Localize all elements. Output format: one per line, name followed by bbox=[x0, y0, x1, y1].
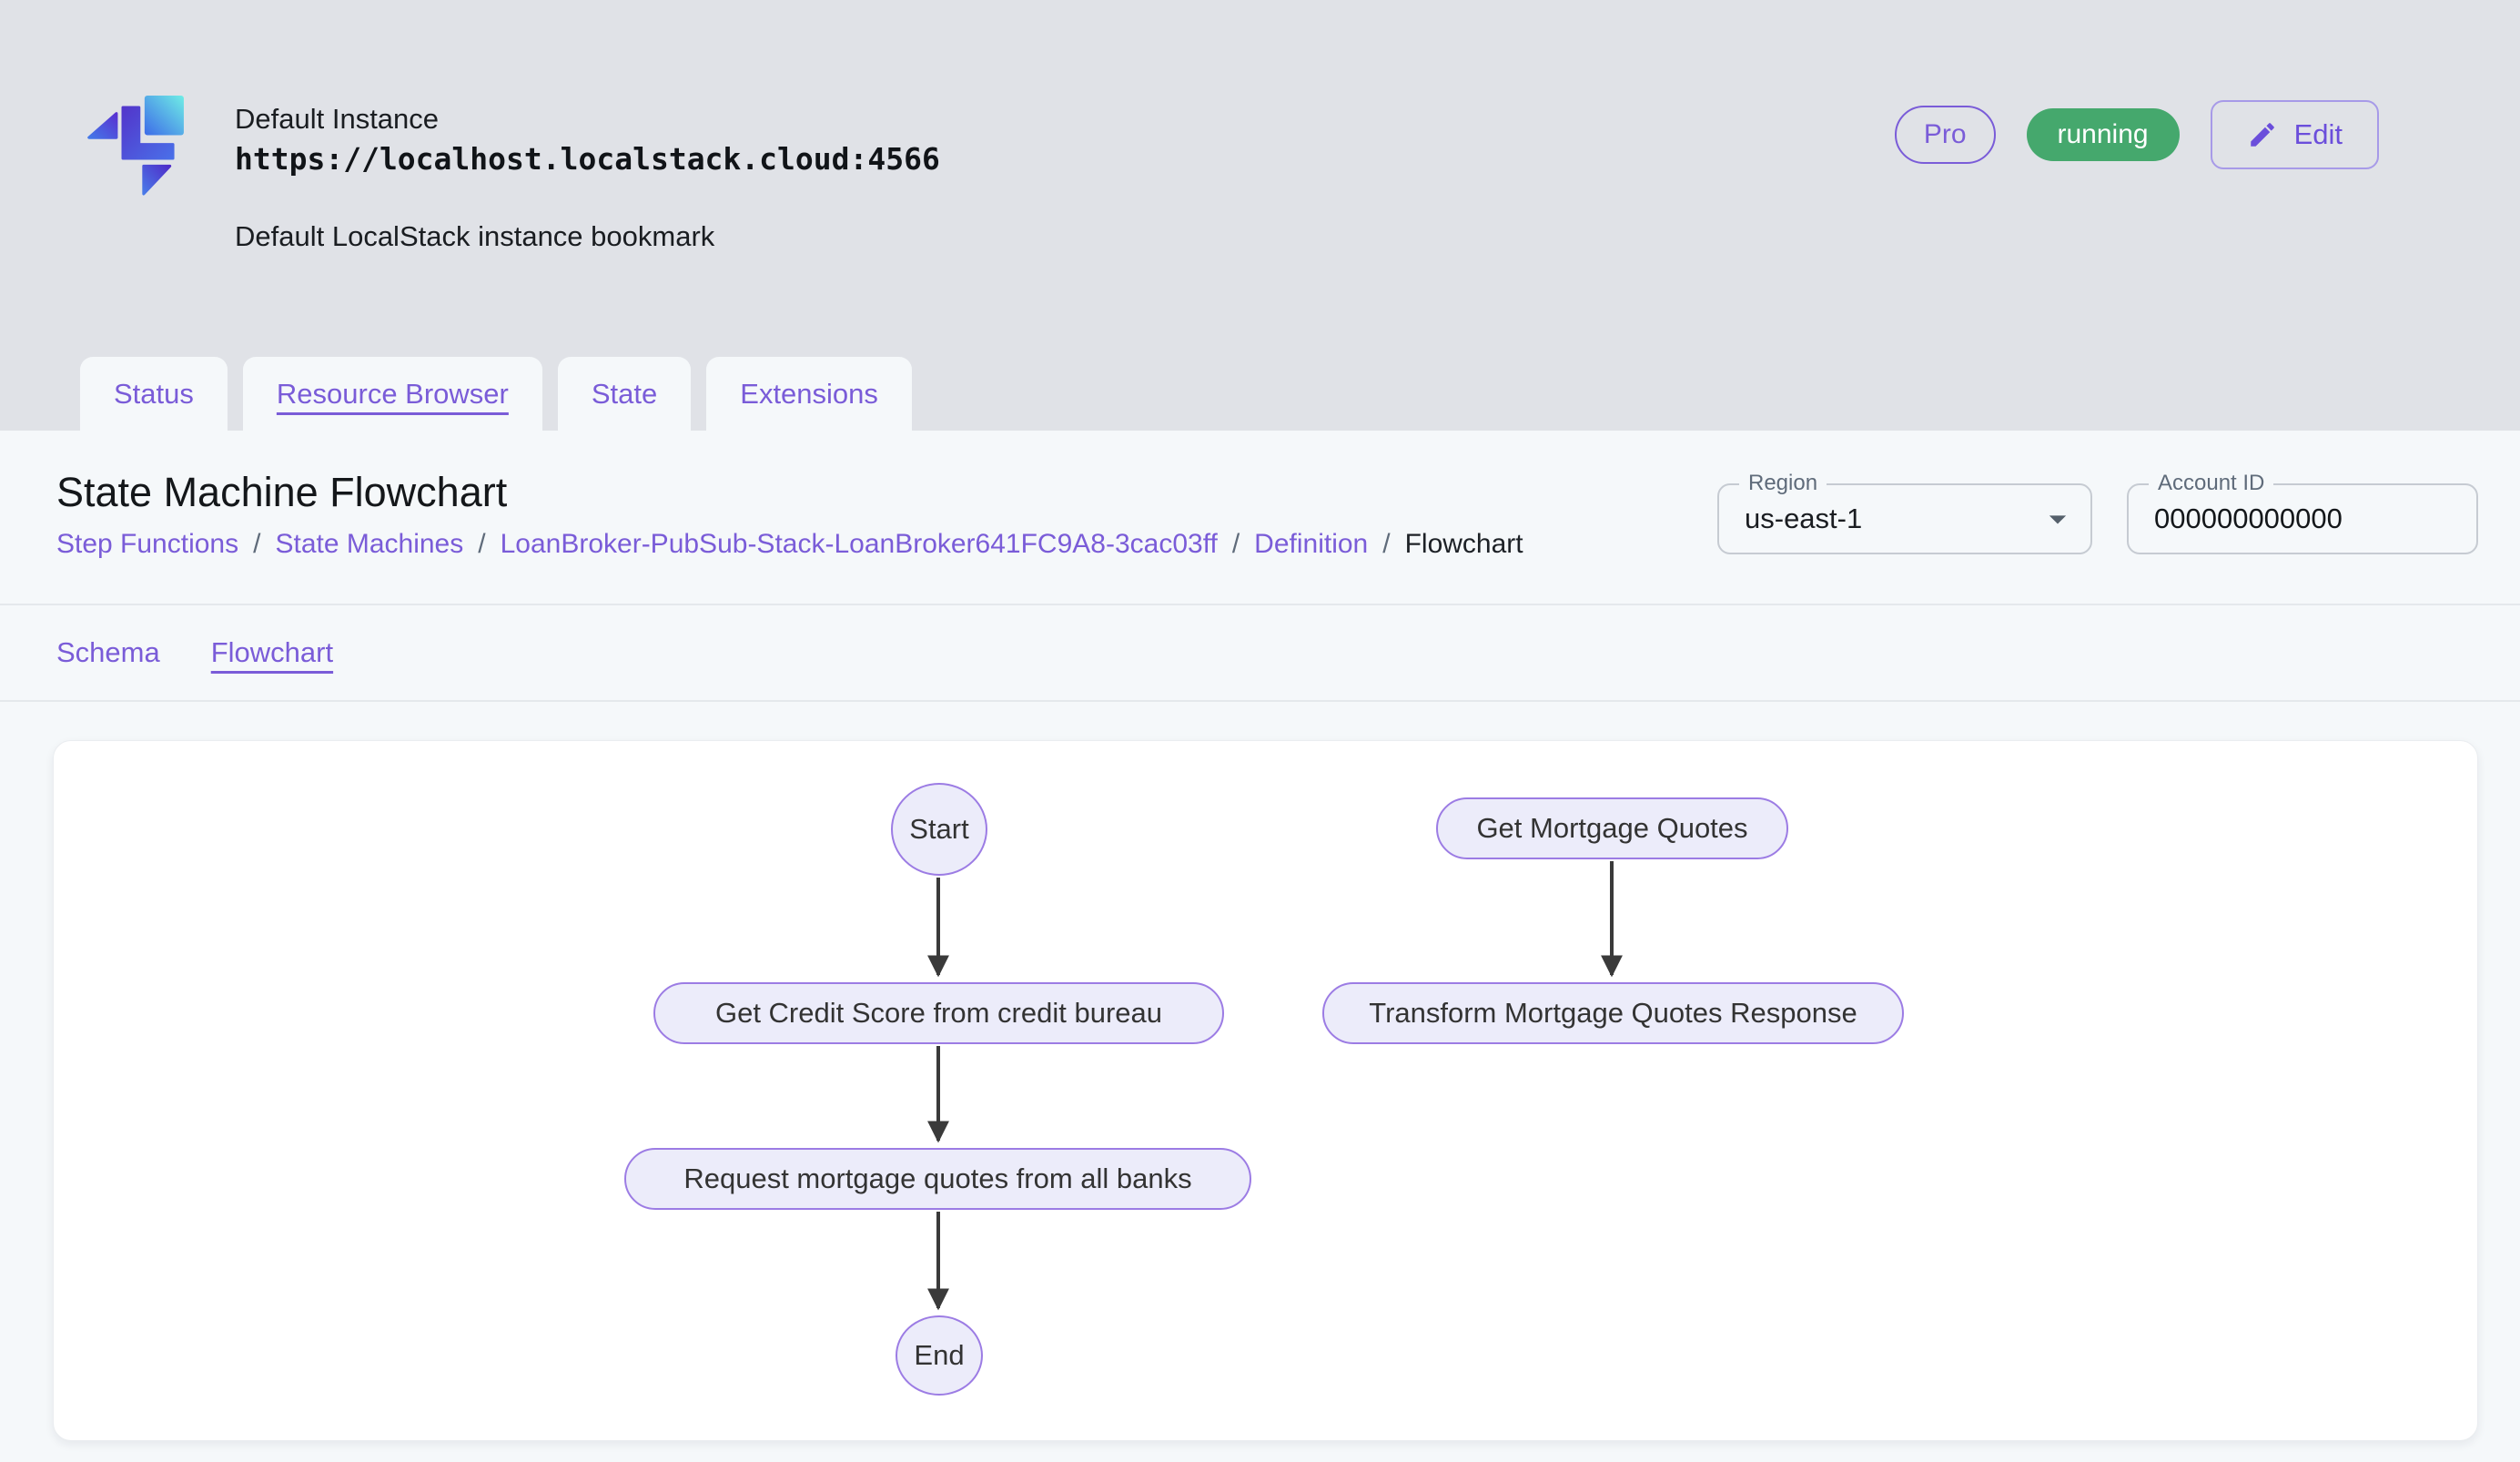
breadcrumb-separator: / bbox=[1382, 529, 1391, 559]
node-label: Start bbox=[909, 813, 969, 845]
flowchart-node-transform-mortgage-quotes-response: Transform Mortgage Quotes Response bbox=[1322, 982, 1904, 1044]
divider bbox=[0, 700, 2520, 702]
node-label: Transform Mortgage Quotes Response bbox=[1369, 997, 1857, 1029]
divider bbox=[0, 604, 2520, 605]
node-label: Get Credit Score from credit bureau bbox=[714, 997, 1163, 1029]
subtab-schema[interactable]: Schema bbox=[56, 636, 160, 668]
region-select[interactable]: Region us-east-1 bbox=[1717, 471, 2092, 554]
tab-extensions-label: Extensions bbox=[740, 377, 878, 410]
region-select-value: us-east-1 bbox=[1745, 503, 1863, 534]
running-status-badge: running bbox=[2026, 108, 2180, 161]
account-id-field: Account ID bbox=[2127, 471, 2478, 554]
flowchart-edges bbox=[927, 861, 1623, 1311]
page-title: State Machine Flowchart bbox=[56, 469, 508, 515]
node-label: Get Mortgage Quotes bbox=[1476, 812, 1748, 844]
tab-state[interactable]: State bbox=[557, 357, 692, 431]
tab-resource-browser-label: Resource Browser bbox=[276, 377, 509, 410]
region-select-label: Region bbox=[1739, 471, 1827, 496]
breadcrumb-separator: / bbox=[478, 529, 486, 559]
breadcrumb-flowchart: Flowchart bbox=[1404, 529, 1523, 559]
account-id-input[interactable] bbox=[2152, 489, 2456, 549]
flowchart-node-start: Start bbox=[891, 783, 987, 876]
breadcrumb-separator: / bbox=[1231, 529, 1240, 559]
node-label: End bbox=[914, 1339, 965, 1371]
pro-badge: Pro bbox=[1894, 106, 1996, 164]
flowchart-node-get-credit-score: Get Credit Score from credit bureau bbox=[653, 982, 1224, 1044]
breadcrumb-definition[interactable]: Definition bbox=[1254, 529, 1369, 559]
subtab-flowchart[interactable]: Flowchart bbox=[210, 636, 334, 668]
header-actions: Pro running Edit bbox=[1894, 98, 2379, 171]
localstack-logo bbox=[87, 96, 184, 196]
instance-description: Default LocalStack instance bookmark bbox=[235, 220, 715, 252]
breadcrumb-separator: / bbox=[253, 529, 261, 559]
flowchart-canvas: Start Get Credit Score from credit burea… bbox=[53, 740, 2478, 1441]
flowchart-node-request-mortgage-quotes: Request mortgage quotes from all banks bbox=[624, 1148, 1251, 1210]
resource-browser-panel: State Machine Flowchart Step Functions /… bbox=[0, 431, 2520, 1462]
breadcrumb-state-machines[interactable]: State Machines bbox=[275, 529, 464, 559]
tab-extensions[interactable]: Extensions bbox=[706, 357, 912, 431]
instance-name: Default Instance bbox=[235, 103, 440, 135]
flowchart-node-end: End bbox=[896, 1315, 983, 1396]
node-label: Request mortgage quotes from all banks bbox=[683, 1162, 1192, 1194]
tab-state-label: State bbox=[591, 377, 658, 410]
chevron-down-icon bbox=[2049, 515, 2067, 524]
tab-status-label: Status bbox=[114, 377, 194, 410]
breadcrumb-state-machine-name[interactable]: LoanBroker-PubSub-Stack-LoanBroker641FC9… bbox=[500, 529, 1218, 559]
tab-resource-browser[interactable]: Resource Browser bbox=[242, 357, 542, 431]
definition-view-tabs: Schema Flowchart bbox=[56, 636, 333, 676]
breadcrumb-step-functions[interactable]: Step Functions bbox=[56, 529, 239, 559]
instance-tabs: Status Resource Browser State Extensions bbox=[80, 357, 912, 431]
breadcrumb: Step Functions / State Machines / LoanBr… bbox=[56, 529, 1523, 560]
edit-button-label: Edit bbox=[2293, 118, 2343, 150]
edit-instance-button[interactable]: Edit bbox=[2210, 100, 2379, 169]
flowchart-node-get-mortgage-quotes: Get Mortgage Quotes bbox=[1436, 797, 1788, 859]
instance-url: https://localhost.localstack.cloud:4566 bbox=[235, 141, 940, 177]
tab-status[interactable]: Status bbox=[80, 357, 228, 431]
pencil-icon bbox=[2250, 123, 2274, 147]
